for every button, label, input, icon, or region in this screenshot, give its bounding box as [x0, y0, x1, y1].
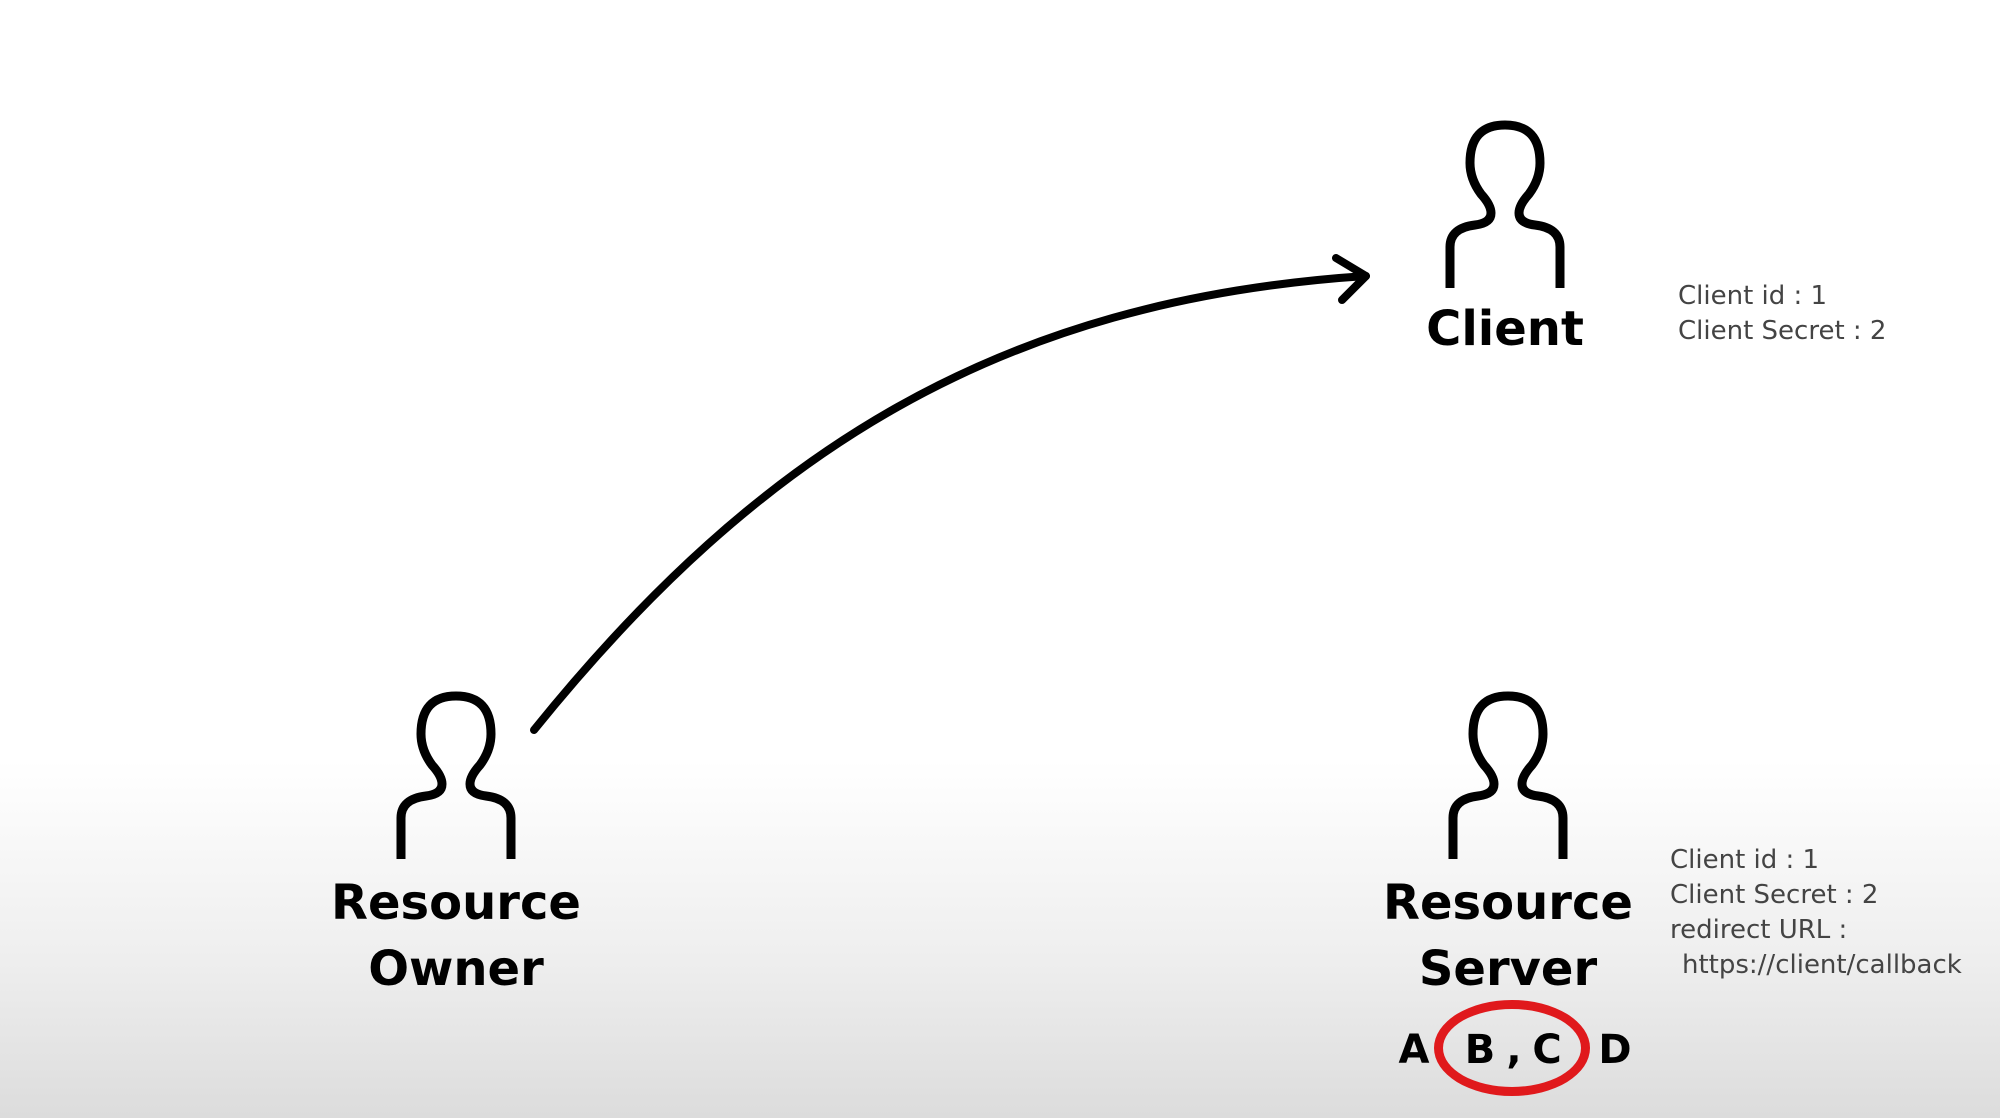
server-client-secret-text: Client Secret : 2: [1670, 880, 1879, 910]
flow-arrowhead: [1332, 254, 1370, 304]
client-credentials: Client id : 1 Client Secret : 2: [1678, 279, 1886, 349]
client-secret-text: Client Secret : 2: [1678, 316, 1887, 346]
resource-server-person-icon: [1448, 691, 1568, 859]
client-label: Client: [1426, 301, 1584, 357]
redirect-url-value: https://client/callback: [1682, 950, 1962, 980]
server-registration-info: Client id : 1 Client Secret : 2 redirect…: [1670, 843, 1962, 983]
server-client-id-text: Client id : 1: [1670, 845, 1820, 875]
client-person-icon: [1445, 120, 1565, 288]
option-d: D: [1598, 1027, 1632, 1073]
highlight-ring-bc: [1434, 1000, 1590, 1096]
resource-owner-person-icon: [396, 691, 516, 859]
resource-server-label: Resource Server: [1383, 875, 1633, 997]
client-id-text: Client id : 1: [1678, 281, 1828, 311]
flow-arrow-curve: [530, 272, 1370, 734]
resource-owner-label: Resource Owner: [331, 875, 581, 997]
redirect-url-label: redirect URL :: [1670, 915, 1848, 945]
option-a: A: [1398, 1027, 1430, 1073]
